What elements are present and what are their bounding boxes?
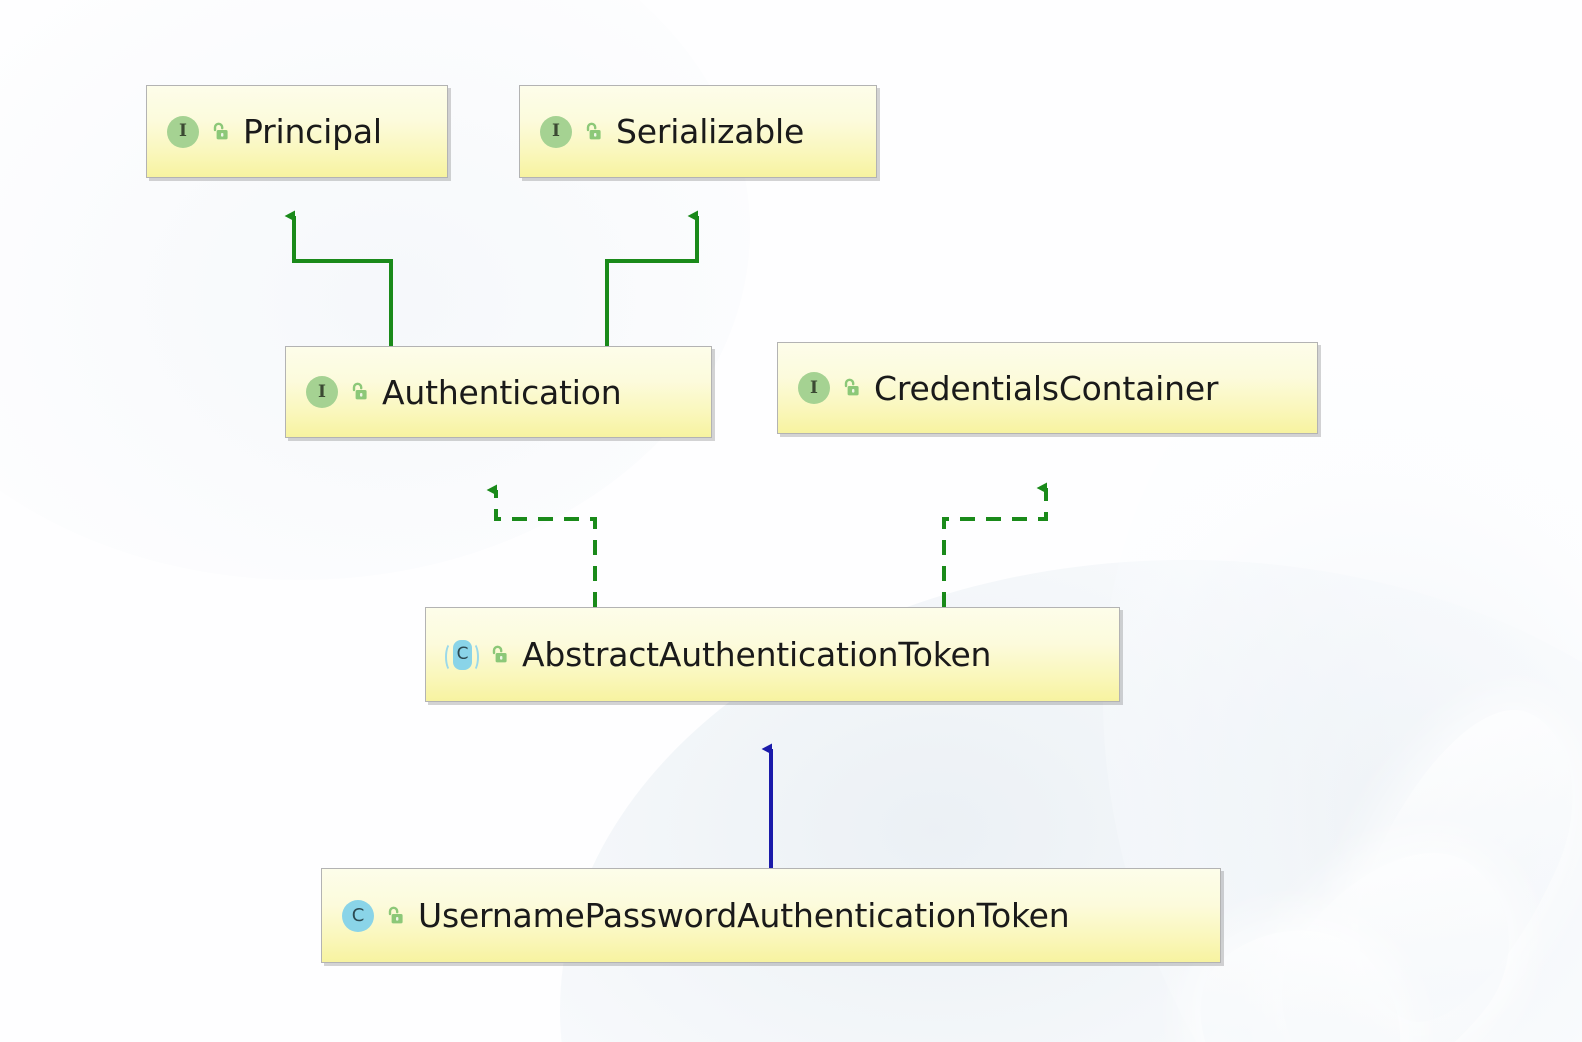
- edge-authentication-extends-principal: [284, 210, 393, 346]
- unlock-icon: [209, 121, 231, 143]
- background-watermark-arc-top: [1090, 0, 1582, 539]
- class-node-label: Authentication: [382, 372, 622, 412]
- class-node-abstractauthenticationtoken[interactable]: C AbstractAuthenticationToken: [425, 607, 1120, 702]
- unlock-icon: [840, 377, 862, 399]
- class-node-label: UsernamePasswordAuthenticationToken: [418, 896, 1070, 935]
- class-badge-icon: C: [342, 899, 374, 932]
- interface-badge-icon: I: [540, 115, 572, 148]
- background-watermark-shape-1: [1320, 679, 1582, 1042]
- class-node-label: Serializable: [616, 112, 805, 151]
- abstract-class-badge-icon: C: [445, 639, 479, 672]
- unlock-icon: [582, 121, 604, 143]
- class-node-credentialscontainer[interactable]: I CredentialsContainer: [777, 342, 1318, 434]
- class-node-serializable[interactable]: I Serializable: [519, 85, 877, 178]
- class-node-authentication[interactable]: I Authentication: [285, 346, 712, 438]
- class-node-principal[interactable]: I Principal: [146, 85, 448, 178]
- interface-badge-icon: I: [167, 115, 199, 148]
- class-node-label: Principal: [243, 112, 382, 151]
- class-node-label: CredentialsContainer: [874, 368, 1219, 408]
- class-node-label: AbstractAuthenticationToken: [522, 635, 992, 674]
- edge-abstracttoken-implements-credentialscontainer: [942, 482, 1048, 607]
- unlock-icon: [384, 905, 406, 927]
- edge-abstracttoken-implements-authentication: [486, 484, 597, 607]
- interface-badge-icon: I: [306, 376, 338, 408]
- interface-badge-icon: I: [798, 372, 830, 404]
- unlock-icon: [348, 381, 370, 403]
- unlock-icon: [488, 644, 510, 666]
- abstract-bracket-left: [445, 641, 458, 672]
- abstract-bracket-right: [466, 641, 479, 672]
- class-node-usernamepasswordauthenticationtoken[interactable]: C UsernamePasswordAuthenticationToken: [321, 868, 1221, 963]
- edge-authentication-extends-serializable: [605, 210, 699, 346]
- background-watermark-shape-2: [1240, 809, 1550, 1042]
